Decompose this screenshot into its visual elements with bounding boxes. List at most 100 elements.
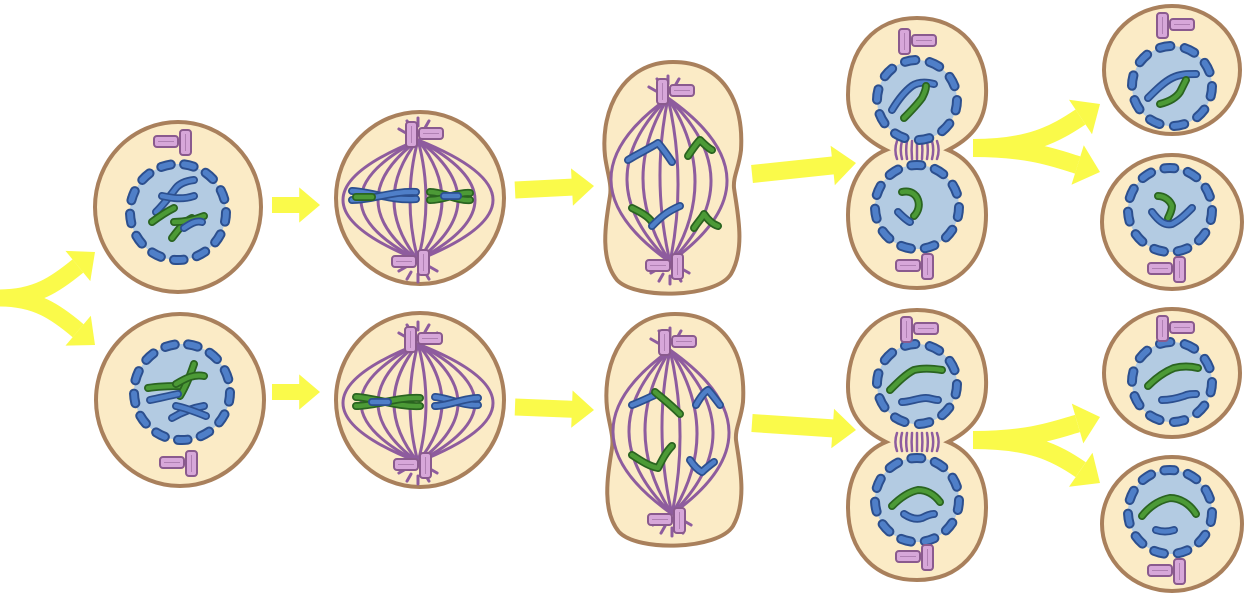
astral-fiber: [405, 270, 413, 281]
nuclear-envelope: [874, 57, 960, 143]
spindle-fiber: [666, 96, 713, 264]
astral-fiber: [657, 272, 665, 283]
nuclear-envelope: [874, 341, 960, 427]
spindle-fiber: [609, 96, 672, 264]
midbody-fiber: [930, 139, 935, 161]
arrow-shaft: [0, 289, 84, 338]
chromosome-green: [1145, 364, 1201, 389]
midbody-fiber: [930, 431, 935, 453]
bottom-row-cell-2: [334, 311, 506, 489]
spindle-fiber: [416, 342, 428, 464]
midbody-fiber: [904, 139, 909, 161]
nuclear-envelope: [872, 455, 962, 545]
top-row-cell-5b: [1100, 153, 1244, 291]
arrow-top-1: [272, 187, 320, 223]
nuclear-envelope: [1129, 43, 1215, 129]
astral-fiber: [405, 472, 413, 483]
arrow-head: [1071, 403, 1100, 444]
top-row-cell-3: [602, 59, 744, 296]
centriole-pair: [898, 28, 937, 55]
nuclear-envelope: [1125, 165, 1215, 255]
chromosome-blue: [895, 209, 913, 225]
nucleus: [1132, 342, 1212, 422]
chromosome-blue: [181, 219, 205, 231]
midbody-fiber: [935, 139, 940, 161]
spindle-fiber: [668, 348, 682, 516]
top-row-cell-4: [845, 15, 989, 291]
midbody-fiber: [899, 431, 904, 453]
chromosome-blue: [625, 140, 675, 165]
spindle-fiber: [416, 138, 495, 262]
chromosome-green: [652, 389, 683, 417]
chromosome-green: [1155, 193, 1175, 221]
bottom-row-cell-5b: [1100, 455, 1244, 593]
midbody-fiber: [935, 431, 940, 453]
astral-fiber: [428, 265, 439, 273]
nuclear-envelope: [1125, 467, 1215, 557]
bottom-row-cell-3: [604, 311, 746, 548]
nucleus: [1132, 46, 1212, 126]
split-arrow-down-left: [0, 289, 95, 346]
arrows-layer: [0, 99, 1100, 487]
spindle-fiber: [668, 348, 699, 516]
centriole-pair: [658, 329, 697, 356]
chromosome-blue: [1149, 205, 1195, 227]
astral-fiber: [647, 85, 658, 93]
midbody-fiber: [904, 431, 909, 453]
chromosome-green: [887, 366, 945, 393]
centriole-pair: [1156, 315, 1195, 342]
nuclear-envelope: [131, 341, 233, 443]
centriole-pair: [393, 452, 432, 479]
chromosome-blue: [629, 392, 658, 408]
astral-fiber: [423, 119, 431, 130]
centriole-pair: [647, 507, 686, 534]
top-row-cell-5a: [1102, 4, 1242, 136]
arrow-head: [1069, 452, 1100, 487]
spindle-fiber: [627, 348, 674, 516]
centriole-pair: [391, 249, 430, 276]
centriole-pair: [645, 253, 684, 280]
nucleus: [875, 458, 959, 542]
spindle-fiber: [658, 96, 672, 264]
nucleus: [130, 164, 226, 260]
spindle-fiber: [643, 348, 674, 516]
chromosome-blue: [693, 387, 723, 408]
centriole-pair: [895, 253, 934, 280]
chromosome-blue: [1145, 71, 1199, 101]
chromosome-blue: [159, 193, 197, 201]
chromosome-blue: [1153, 527, 1177, 534]
astral-fiber: [649, 337, 660, 345]
centriole-pair: [1156, 12, 1195, 39]
spindle-fiber: [641, 96, 672, 264]
chromosome-green: [629, 443, 675, 471]
chromosome-blue: [147, 391, 181, 403]
spindle-fiber: [625, 96, 672, 264]
midbody-fiber: [899, 139, 904, 161]
chromosome-green: [889, 487, 943, 509]
midbody-fiber: [894, 431, 899, 453]
arrow-bottom-3: [751, 408, 856, 449]
centriole-pair: [405, 121, 444, 148]
chromosome-blue: [432, 395, 481, 409]
spindle-fiber: [341, 342, 420, 464]
bottom-row-cell-1: [94, 312, 266, 488]
spindle-fiber: [341, 138, 420, 262]
spindle-fiber: [666, 96, 729, 264]
astral-fiber: [659, 524, 667, 535]
chromosome-green: [1139, 495, 1199, 519]
astral-fiber: [423, 323, 431, 334]
spindle-fiber: [611, 348, 674, 516]
arrow-bottom-1: [272, 374, 320, 410]
centriole-pair: [1147, 558, 1186, 585]
spindle-fiber: [666, 96, 680, 264]
arrow-head: [1069, 99, 1100, 135]
chromosome-green: [1157, 77, 1189, 107]
nuclear-envelope: [1129, 339, 1215, 425]
nucleus: [1128, 470, 1212, 554]
spindle-fiber: [416, 138, 477, 262]
bottom-row-cell-4: [845, 307, 989, 583]
nuclear-envelope: [872, 162, 962, 252]
chromosome-green: [691, 211, 721, 231]
